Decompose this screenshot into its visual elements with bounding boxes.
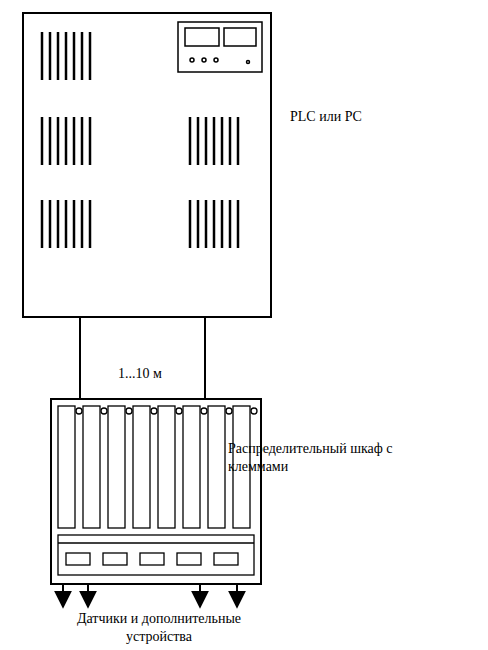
output-arrows — [63, 585, 237, 607]
node-caption: Распределительный шкаф с клеммами — [228, 440, 434, 476]
terminal-screw — [176, 408, 182, 414]
vent-slot — [221, 200, 224, 248]
vent-slot — [229, 200, 232, 248]
terminal-slot — [183, 406, 200, 528]
vent-slot — [89, 200, 92, 248]
controller-box: PLC или PC — [22, 12, 272, 318]
vent-slot — [41, 117, 44, 165]
vent-slot — [73, 32, 76, 80]
terminal-slots — [58, 406, 257, 528]
vent-slot — [213, 117, 216, 165]
vent-slot — [65, 117, 68, 165]
vent-slot — [189, 200, 192, 248]
vent-slot — [41, 200, 44, 248]
vent-slot — [57, 200, 60, 248]
vent-slot — [81, 200, 84, 248]
vent-slot — [205, 200, 208, 248]
terminal-screw — [201, 408, 207, 414]
vent-slot — [81, 117, 84, 165]
terminal-slot — [208, 406, 225, 528]
terminal-screw — [226, 408, 232, 414]
terminal-slot — [133, 406, 150, 528]
terminal-screw — [151, 408, 157, 414]
terminal-strip — [58, 535, 254, 575]
cable-line — [79, 318, 81, 398]
vent-slot — [237, 117, 240, 165]
terminal-screw — [101, 408, 107, 414]
terminal-screw — [126, 408, 132, 414]
vent-slot — [237, 200, 240, 248]
vent-slot — [229, 117, 232, 165]
vent-slot — [65, 200, 68, 248]
vent-slot — [57, 117, 60, 165]
cable-line — [204, 318, 206, 398]
vent-slot — [197, 117, 200, 165]
terminal-cabinet: Распределительный шкаф с клеммами — [50, 398, 262, 585]
vent-slot — [49, 117, 52, 165]
vent-slot — [197, 200, 200, 248]
terminal-screw — [76, 408, 82, 414]
vent-slot — [213, 200, 216, 248]
vent-slot — [221, 117, 224, 165]
cable-length: 1...10 м — [116, 365, 164, 383]
terminal-slot — [83, 406, 100, 528]
terminal-slot — [158, 406, 175, 528]
vent-slot — [49, 32, 52, 80]
vent-slot — [205, 117, 208, 165]
vent-slot — [81, 32, 84, 80]
devices-caption: Датчики и дополнительные устройства — [50, 610, 268, 646]
vent-slots — [42, 32, 238, 248]
terminal-slot — [58, 406, 75, 528]
vent-slot — [73, 200, 76, 248]
vent-slot — [65, 32, 68, 80]
vent-slot — [89, 32, 92, 80]
node-caption: PLC или PC — [290, 108, 480, 126]
vent-slot — [57, 32, 60, 80]
vent-slot — [73, 117, 76, 165]
display-panel — [178, 22, 262, 72]
vent-slot — [89, 117, 92, 165]
vent-slot — [49, 200, 52, 248]
vent-slot — [189, 117, 192, 165]
terminal-screw — [251, 408, 257, 414]
vent-slot — [41, 32, 44, 80]
terminal-slot — [108, 406, 125, 528]
